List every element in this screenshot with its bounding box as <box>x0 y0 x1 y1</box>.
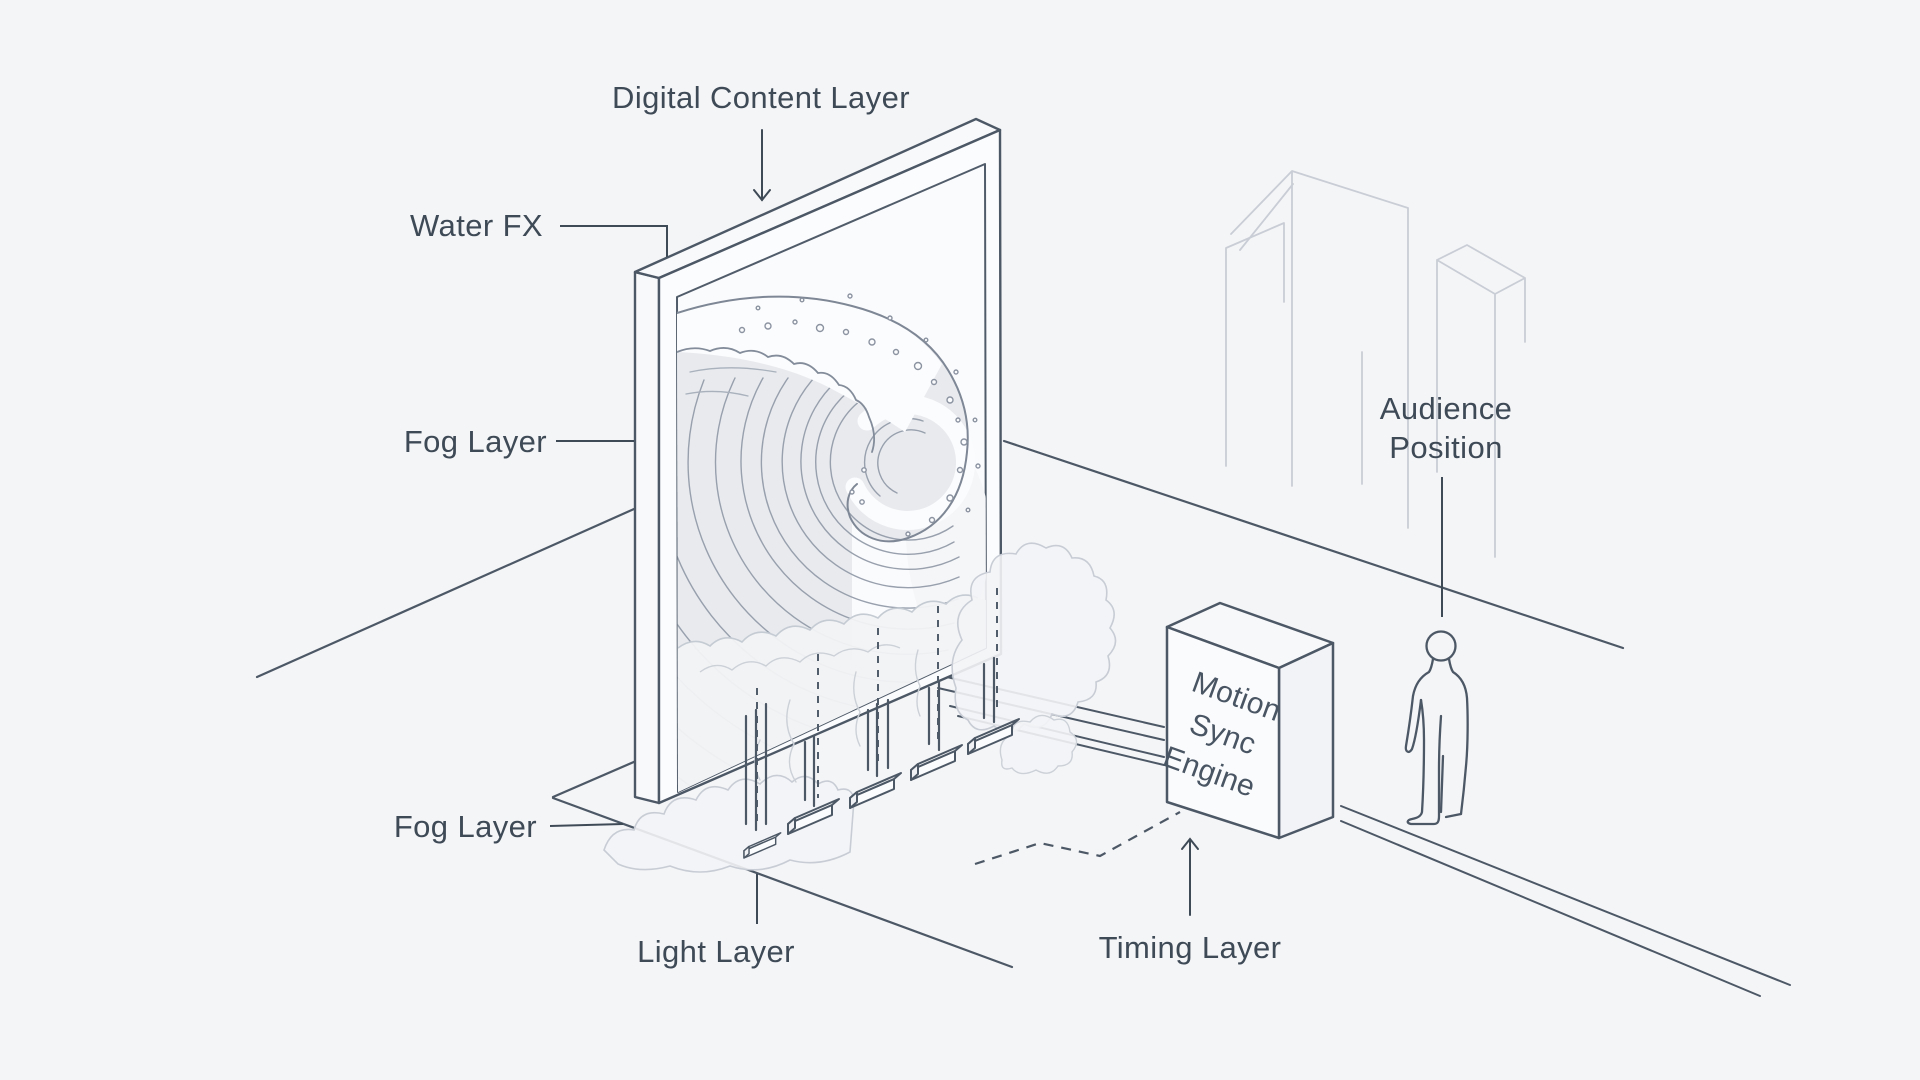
label-water-fx: Water FX <box>410 208 543 243</box>
person-figure <box>1404 630 1469 826</box>
label-digital-content-layer: Digital Content Layer <box>612 80 910 115</box>
label-fog-layer-upper: Fog Layer <box>404 424 547 459</box>
billboard-side-face <box>633 270 661 805</box>
up-arrow-icon <box>1181 837 1199 916</box>
timing-cable-dashed <box>974 811 1181 866</box>
fog-layer-lower-connector <box>549 823 624 827</box>
skyline-building-outlines <box>1225 170 1526 558</box>
fog-cloud-left <box>603 774 855 873</box>
ground-line-left <box>255 507 636 679</box>
ground-lines <box>255 439 1625 679</box>
light-beam-lines <box>744 656 996 832</box>
callouts: Digital Content Layer Water FX Fog Layer… <box>394 80 1512 969</box>
foam-bubbles <box>738 293 981 537</box>
label-light-layer: Light Layer <box>637 934 795 969</box>
label-audience-position-line2: Position <box>1389 430 1503 465</box>
label-audience-position-line1: Audience <box>1380 391 1512 426</box>
fog-cloud-small <box>999 714 1078 775</box>
platform-edges <box>551 759 1014 969</box>
label-timing-layer: Timing Layer <box>1099 930 1282 965</box>
motion-sync-engine-box: Motion Sync Engine <box>1159 601 1335 840</box>
water-fx-connector <box>560 225 668 257</box>
label-fog-layer-lower: Fog Layer <box>394 809 537 844</box>
ground-line-right <box>1002 439 1625 650</box>
down-arrow-icon <box>753 129 771 202</box>
platform-back-edge <box>551 759 638 799</box>
platform-front-edge <box>551 796 1014 969</box>
